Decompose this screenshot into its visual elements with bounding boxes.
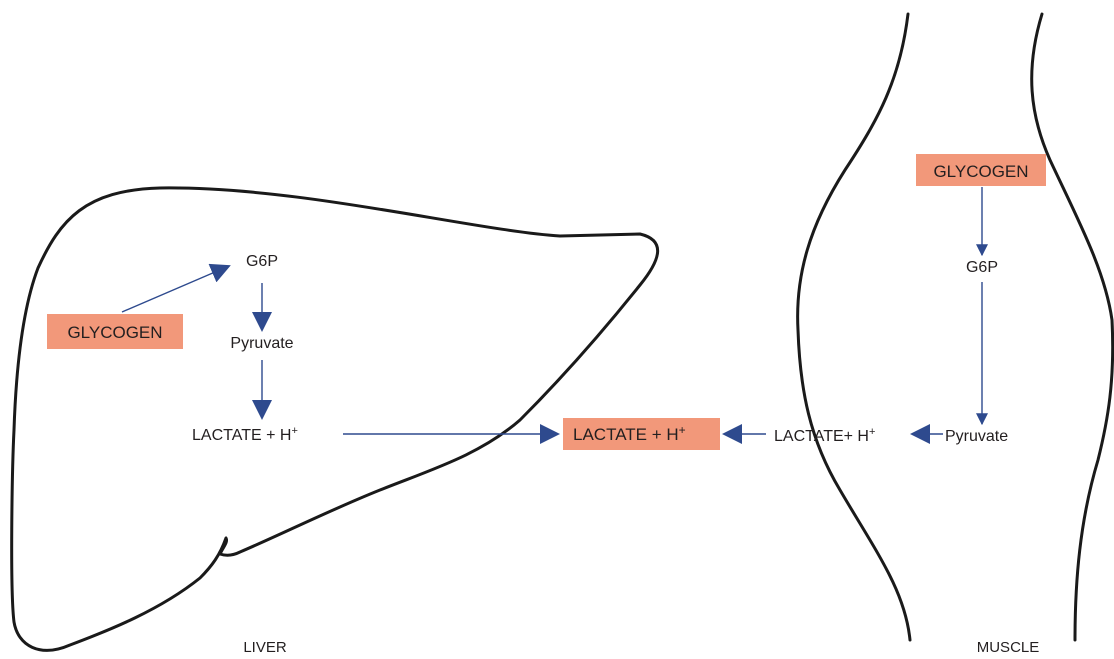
muscle-caption: MUSCLE	[977, 639, 1040, 656]
liver-lactate-text: LACTATE + H	[192, 427, 291, 444]
blood-lactate-box	[563, 418, 720, 450]
muscle-right-edge	[1030, 12, 1114, 642]
muscle-g6p-label: G6P	[966, 259, 998, 276]
muscle-lactate-label: LACTATE+ H+	[774, 426, 875, 445]
blood-lactate-sup: +	[679, 423, 686, 437]
muscle-glycogen-label: GLYCOGEN	[933, 162, 1028, 181]
liver-lactate-label: LACTATE + H+	[192, 425, 298, 444]
blood-lactate-label: LACTATE + H+	[573, 423, 686, 444]
muscle-lactate-sup: +	[869, 426, 875, 438]
liver-g6p-label: G6P	[246, 253, 278, 270]
muscle-lactate-text: LACTATE+ H	[774, 428, 869, 445]
blood-lactate-text: LACTATE + H	[573, 425, 679, 444]
muscle-glycogen-box	[916, 154, 1046, 186]
muscle-pyruvate-label: Pyruvate	[945, 428, 1008, 445]
liver-glycogen-to-g6p-arrow	[121, 263, 231, 313]
liver-caption: LIVER	[243, 639, 287, 656]
muscle-left-edge	[796, 12, 912, 642]
liver-glycogen-label: GLYCOGEN	[67, 323, 162, 342]
liver-glycogen-box	[47, 314, 183, 349]
liver-lactate-sup: +	[291, 425, 297, 437]
liver-pyruvate-label: Pyruvate	[230, 335, 293, 352]
liver-outline	[10, 186, 660, 652]
